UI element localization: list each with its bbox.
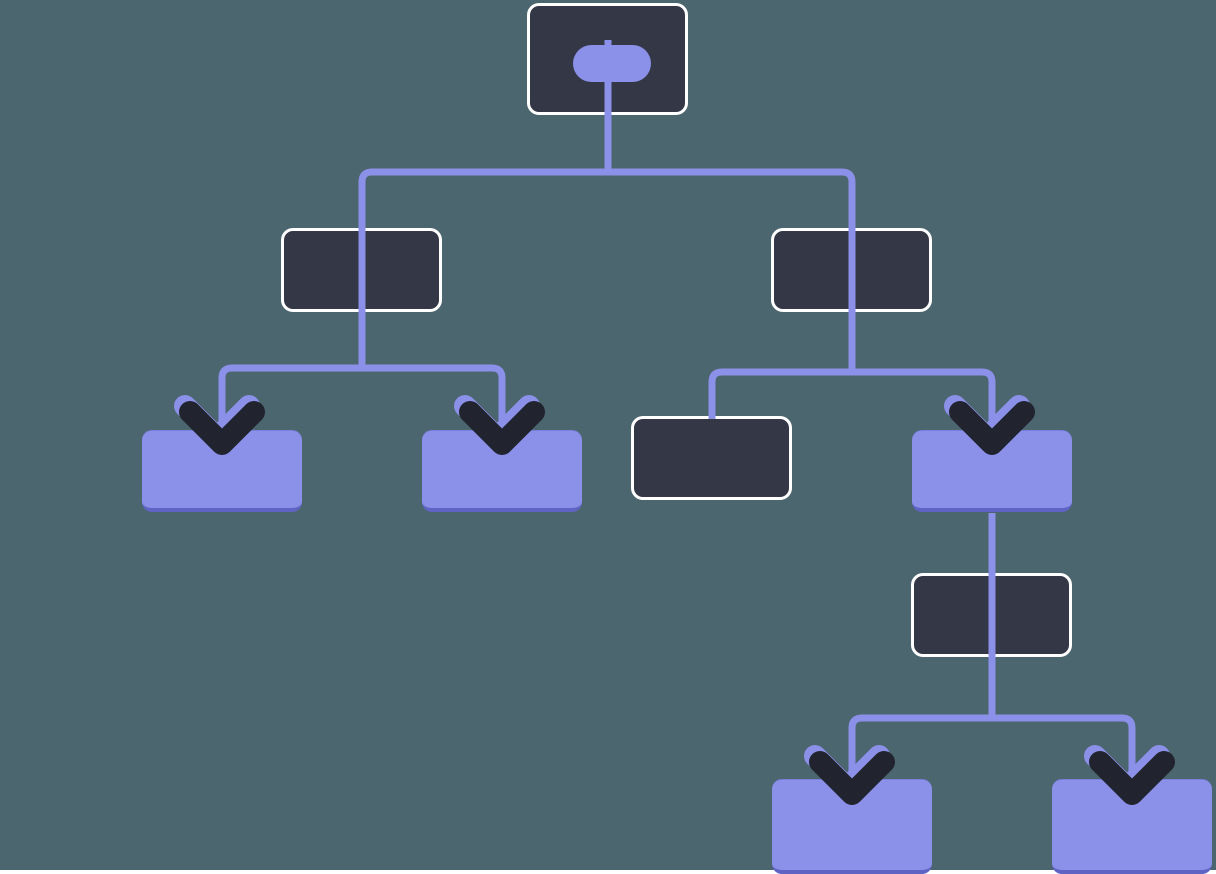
arrowhead-leaf-right-1 <box>955 406 1024 444</box>
edge-left-to-leaf-2 <box>362 364 506 436</box>
arrowhead-leaf-bottom-1 <box>815 756 884 794</box>
edge-right-to-internal <box>708 368 852 419</box>
edge-root-to-left-child <box>608 168 856 312</box>
edge-bottom-to-leaf-1 <box>848 714 992 785</box>
arrowhead-leaf-left-2 <box>465 406 534 444</box>
edge-left-to-leaf-1 <box>218 364 362 436</box>
edge-right-to-leaf <box>852 368 996 436</box>
arrowhead-leaf-left-1 <box>185 406 254 444</box>
arrowhead-leaf-bottom-2 <box>1095 756 1164 794</box>
tree-node-level2-right-internal[interactable] <box>631 416 792 500</box>
root-pill-glyph <box>573 45 651 82</box>
edge-root-to-right-child <box>358 168 608 312</box>
edge-bottom-to-leaf-2 <box>992 714 1136 785</box>
